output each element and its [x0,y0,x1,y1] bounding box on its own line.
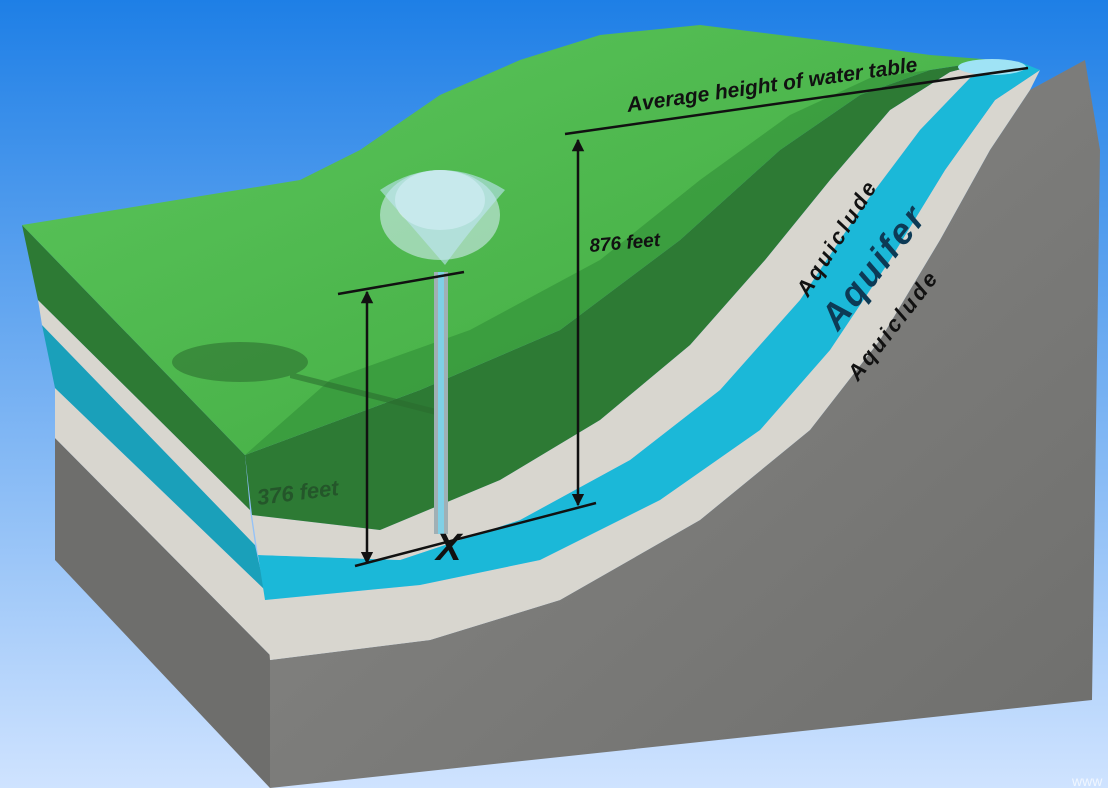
well-pipe [434,272,448,534]
grass-ridge-shade [245,70,930,455]
well-baseline [354,501,597,568]
fountain-spray [380,170,505,265]
side-rock-layer [270,60,1100,788]
water-table-line [564,66,1029,136]
front-rock-layer [55,438,270,788]
front-soil-layer [22,225,250,510]
side-lower-aquiclude [265,70,1040,660]
side-aquifer-layer [258,62,1040,600]
front-upper-aquiclude [38,300,255,545]
fountain-top-line [337,270,465,296]
well-point-marker: X [434,527,464,569]
front-aquifer-layer [42,325,265,590]
watermark-text: www [1071,773,1103,788]
side-upper-aquiclude [252,60,1020,560]
front-lower-aquiclude [55,388,270,655]
